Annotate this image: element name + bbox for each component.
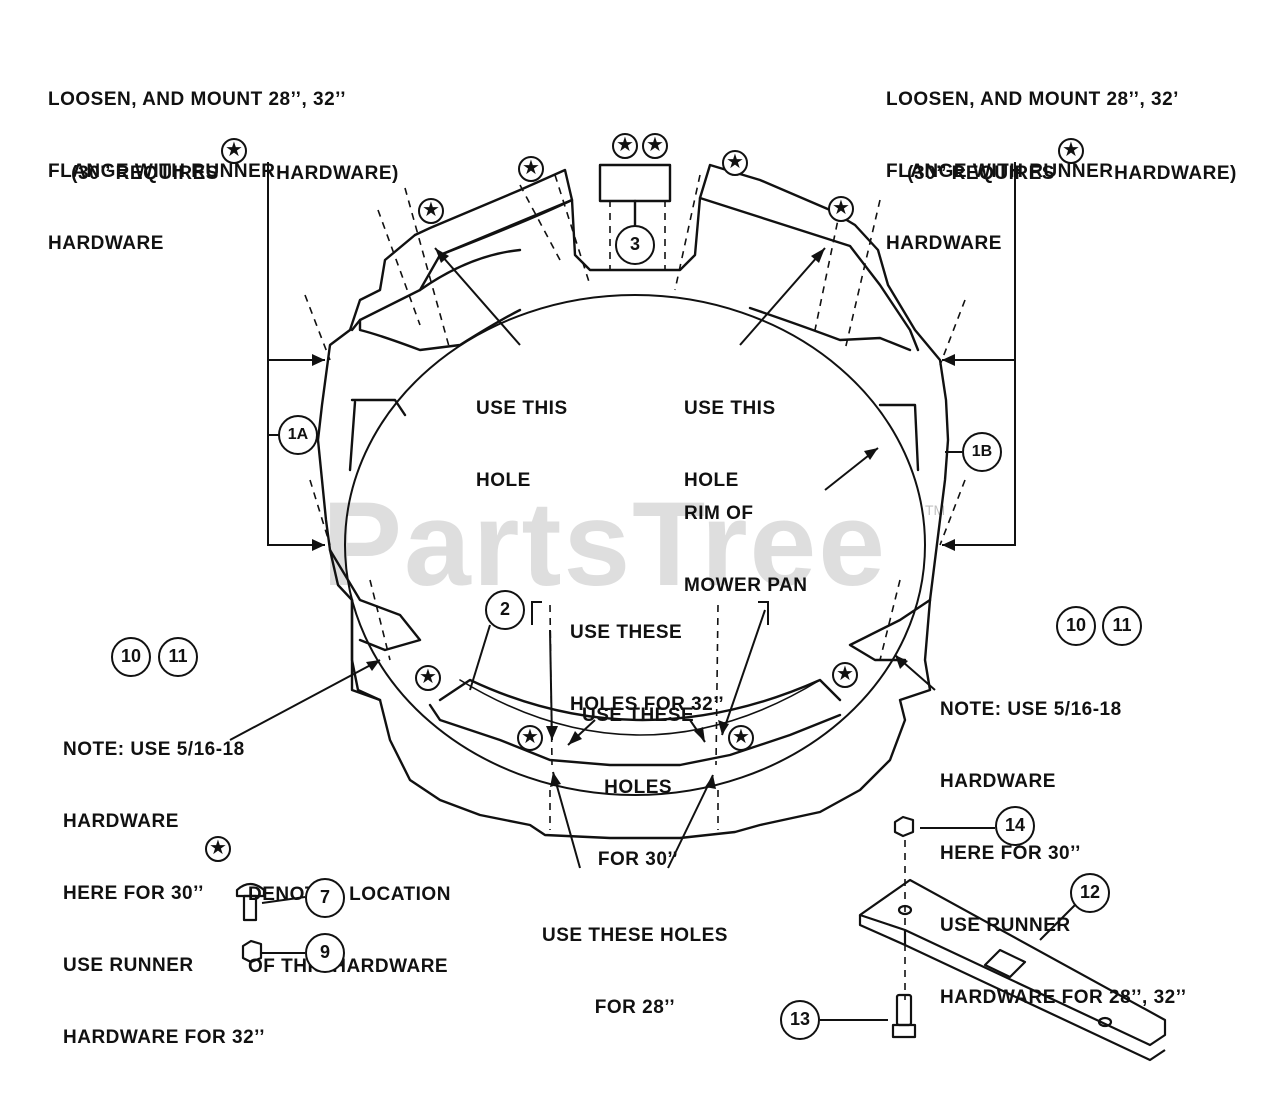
star-in-circle-icon: ★	[418, 198, 444, 224]
label-top-left-requires: (30’’ REQUIRES	[71, 163, 219, 184]
callout-12: 12	[1070, 873, 1110, 913]
label-use-this-hole-right: USE THIS HOLE	[684, 398, 776, 491]
label-top-right: LOOSEN, AND MOUNT 28’’, 32’ FLANGE WITH …	[886, 89, 1179, 254]
callout-2: 2	[485, 590, 525, 630]
callout-1a: 1A	[278, 415, 318, 455]
label-note-right: NOTE: USE 5/16-18 HARDWARE HERE FOR 30’’…	[940, 699, 1187, 1008]
label-use-these-holes-28: USE THESE HOLES FOR 28’’	[542, 925, 728, 1018]
watermark: PartsTree	[322, 477, 888, 611]
label-use-these-holes-30: USE THESE HOLES FOR 30’’	[582, 705, 695, 870]
label-top-left: LOOSEN, AND MOUNT 28’’, 32’’ FLANGE WITH…	[48, 89, 346, 254]
callout-11-right: 11	[1102, 606, 1142, 646]
callout-1b: 1B	[962, 432, 1002, 472]
label-top-left-hardware: HARDWARE)	[276, 163, 399, 184]
callout-10-right: 10	[1056, 606, 1096, 646]
star-in-circle-icon: ★	[832, 662, 858, 688]
star-in-circle-icon: ★	[205, 836, 231, 862]
star-in-circle-icon: ★	[517, 725, 543, 751]
star-in-circle-icon: ★	[221, 138, 247, 164]
star-in-circle-icon: ★	[642, 133, 668, 159]
callout-7: 7	[305, 878, 345, 918]
label-top-right-requires: (30’’ REQUIRES	[907, 163, 1055, 184]
label-note-left: NOTE: USE 5/16-18 HARDWARE HERE FOR 30’’…	[63, 739, 266, 1048]
callout-10-left: 10	[111, 637, 151, 677]
callout-3: 3	[615, 225, 655, 265]
star-in-circle-icon: ★	[722, 150, 748, 176]
star-in-circle-icon: ★	[612, 133, 638, 159]
label-use-these-holes-32: USE THESE HOLES FOR 32’’	[570, 622, 725, 715]
star-in-circle-icon: ★	[728, 725, 754, 751]
callout-14: 14	[995, 806, 1035, 846]
callout-13: 13	[780, 1000, 820, 1040]
star-in-circle-icon: ★	[518, 156, 544, 182]
callout-9: 9	[305, 933, 345, 973]
star-in-circle-icon: ★	[415, 665, 441, 691]
star-in-circle-icon: ★	[828, 196, 854, 222]
star-in-circle-icon: ★	[1058, 138, 1084, 164]
label-denotes-location: DENOTES LOCATION OF THIS HARDWARE	[248, 884, 451, 977]
label-rim-of-mower-pan: RIM OF MOWER PAN	[684, 503, 808, 596]
callout-11-left: 11	[158, 637, 198, 677]
label-top-right-hardware: HARDWARE)	[1114, 163, 1237, 184]
label-use-this-hole-left: USE THIS HOLE	[476, 398, 568, 491]
